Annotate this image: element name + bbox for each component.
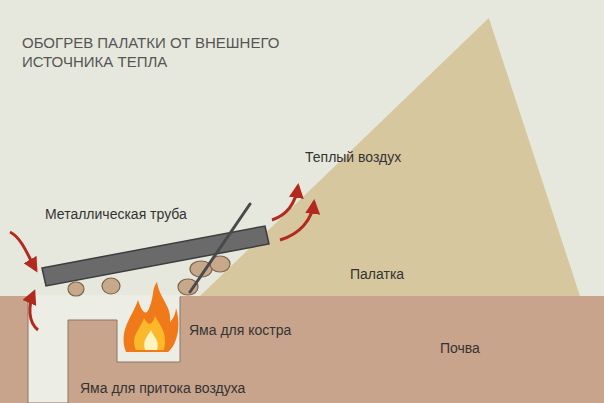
air-arrows: [10, 184, 314, 330]
part-label: Металлическая труба: [45, 206, 187, 223]
node-label: Почва: [440, 340, 480, 357]
part-label: Яма для притока воздуха: [80, 380, 245, 397]
metal-pipe: [42, 226, 269, 286]
node-label: Палатка: [350, 266, 404, 283]
tent: Теплый воздухПалатка: [200, 18, 580, 296]
stick: [190, 204, 250, 292]
title: ОБОГРЕВ ПАЛАТКИ ОТ ВНЕШНЕГО ИСТОЧНИКА ТЕ…: [22, 34, 287, 72]
tent-triangle: [200, 18, 580, 296]
part-label: Яма для костра: [189, 322, 291, 339]
fire: [124, 282, 179, 352]
node-label: Теплый воздух: [305, 149, 401, 166]
